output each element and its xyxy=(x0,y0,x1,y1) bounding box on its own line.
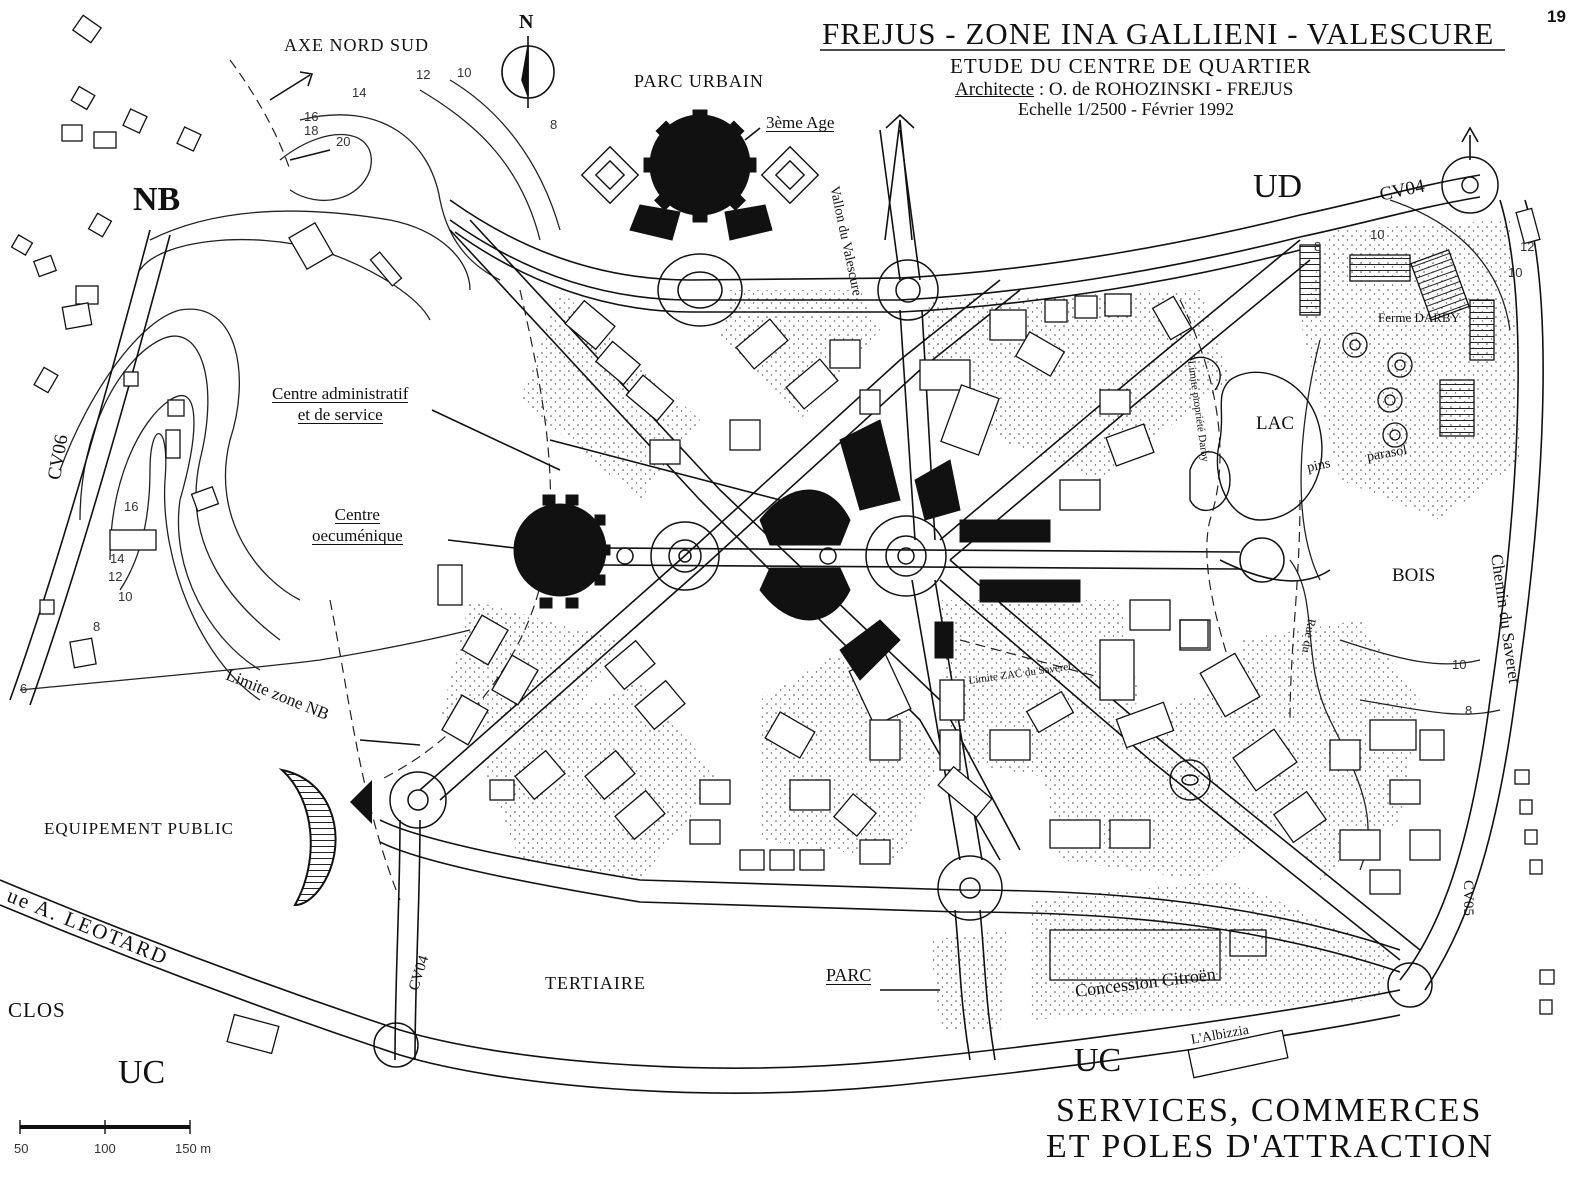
contour-label: 10 xyxy=(118,589,133,604)
contour-label: 6 xyxy=(20,681,28,696)
contour-label: 14 xyxy=(110,551,125,566)
zone-nb: NB xyxy=(133,181,181,218)
label-equipement-public: EQUIPEMENT PUBLIC xyxy=(44,819,234,838)
contour-label: 10 xyxy=(1370,227,1385,242)
contour-label: 8 xyxy=(1314,239,1322,254)
label-centre-oecu-line2: oecuménique xyxy=(312,526,403,545)
label-centre-admin-line2: et de service xyxy=(297,405,383,424)
solid-buildings xyxy=(513,109,1081,681)
zone-uc-left: UC xyxy=(118,1054,166,1091)
contour-label: 12 xyxy=(108,569,123,584)
contour-lines xyxy=(19,79,1511,871)
contour-label: 16 xyxy=(304,109,319,124)
contour-label: 10 xyxy=(1452,657,1467,672)
equipement-hatched-arc xyxy=(278,768,337,907)
label-clos: CLOS xyxy=(8,998,66,1022)
contour-label: 14 xyxy=(352,85,367,100)
page-number: 19 xyxy=(1547,7,1566,26)
equipement-arrow xyxy=(350,780,372,824)
roundabouts xyxy=(373,156,1499,1068)
label-tertiaire: TERTIAIRE xyxy=(545,973,646,993)
parc-urbain-squares xyxy=(580,145,820,205)
contour-label: 8 xyxy=(93,619,101,634)
contour-label: 20 xyxy=(336,134,351,149)
label-bois: BOIS xyxy=(1392,565,1436,586)
boundary-lines xyxy=(229,59,1301,901)
map-subtitle: ETUDE DU CENTRE DE QUARTIER xyxy=(950,54,1312,78)
label-ferme-darby: Ferme DARBY xyxy=(1378,310,1460,325)
map-title: FREJUS - ZONE INA GALLIENI - VALESCURE xyxy=(822,16,1495,51)
contour-label: 8 xyxy=(1465,703,1473,718)
contour-label: 10 xyxy=(1508,265,1523,280)
architect-name: : O. de ROHOZINSKI - FREJUS xyxy=(1038,79,1294,100)
contour-label: 18 xyxy=(304,123,319,138)
label-axe-nord-sud: AXE NORD SUD xyxy=(284,35,430,55)
lake xyxy=(1189,356,1323,521)
roundabout-south xyxy=(937,855,1003,921)
label-centre-oecumenique: Centre oecuménique xyxy=(312,506,403,545)
arrows xyxy=(269,71,1479,991)
parc-urbain-star-building xyxy=(643,109,757,223)
label-centre-oecu-line1: Centre xyxy=(334,505,380,524)
footer-line-1: SERVICES, COMMERCES xyxy=(1056,1092,1483,1129)
centre-oecumenique-rotunda xyxy=(513,494,611,609)
label-parc: PARC xyxy=(826,965,872,985)
scale-date: Echelle 1/2500 - Février 1992 xyxy=(1018,99,1234,119)
roundabout-lac xyxy=(1239,537,1285,583)
roundabout-north xyxy=(877,259,939,321)
ferme-rosettes xyxy=(1342,332,1413,448)
label-parc-urbain: PARC URBAIN xyxy=(634,71,764,91)
label-centre-admin: Centre administratif et de service xyxy=(272,384,409,424)
label-lac: LAC xyxy=(1256,413,1294,434)
label-centre-admin-line1: Centre administratif xyxy=(272,384,409,403)
scale-tick-150: 150 m xyxy=(175,1141,212,1156)
roundabout-cv05 xyxy=(1387,962,1433,1008)
contour-label: 16 xyxy=(124,499,139,514)
architect-label: Architecte xyxy=(955,79,1035,100)
roundabout-center-east xyxy=(865,515,947,597)
label-3eme-age: 3ème Age xyxy=(766,113,835,132)
road-cv05: CV05 xyxy=(1460,880,1476,916)
roundabout-cv04-south xyxy=(373,1022,419,1068)
footer-line-2: ET POLES D'ATTRACTION xyxy=(1046,1128,1494,1165)
zone-ud: UD xyxy=(1253,168,1303,205)
contour-label: 12 xyxy=(1520,239,1535,254)
roundabout-center-west xyxy=(650,521,720,591)
contour-label: 12 xyxy=(416,67,431,82)
roundabout-cv04-east xyxy=(1441,156,1499,214)
architect-line: Architecte : O. de ROHOZINSKI - FREJUS xyxy=(955,80,1293,99)
north-arrow-icon xyxy=(501,36,555,108)
zone-uc-right: UC xyxy=(1074,1042,1122,1079)
roundabout-parc-urbain xyxy=(657,253,743,327)
north-label: N xyxy=(519,11,534,33)
scale-bar xyxy=(19,1120,191,1134)
contour-label: 8 xyxy=(550,117,558,132)
scale-tick-100: 100 xyxy=(94,1141,116,1156)
roundabout-west xyxy=(389,771,447,829)
building-footprints xyxy=(10,14,1555,1079)
scale-tick-50: 50 xyxy=(14,1141,29,1156)
contour-label: 10 xyxy=(457,65,472,80)
